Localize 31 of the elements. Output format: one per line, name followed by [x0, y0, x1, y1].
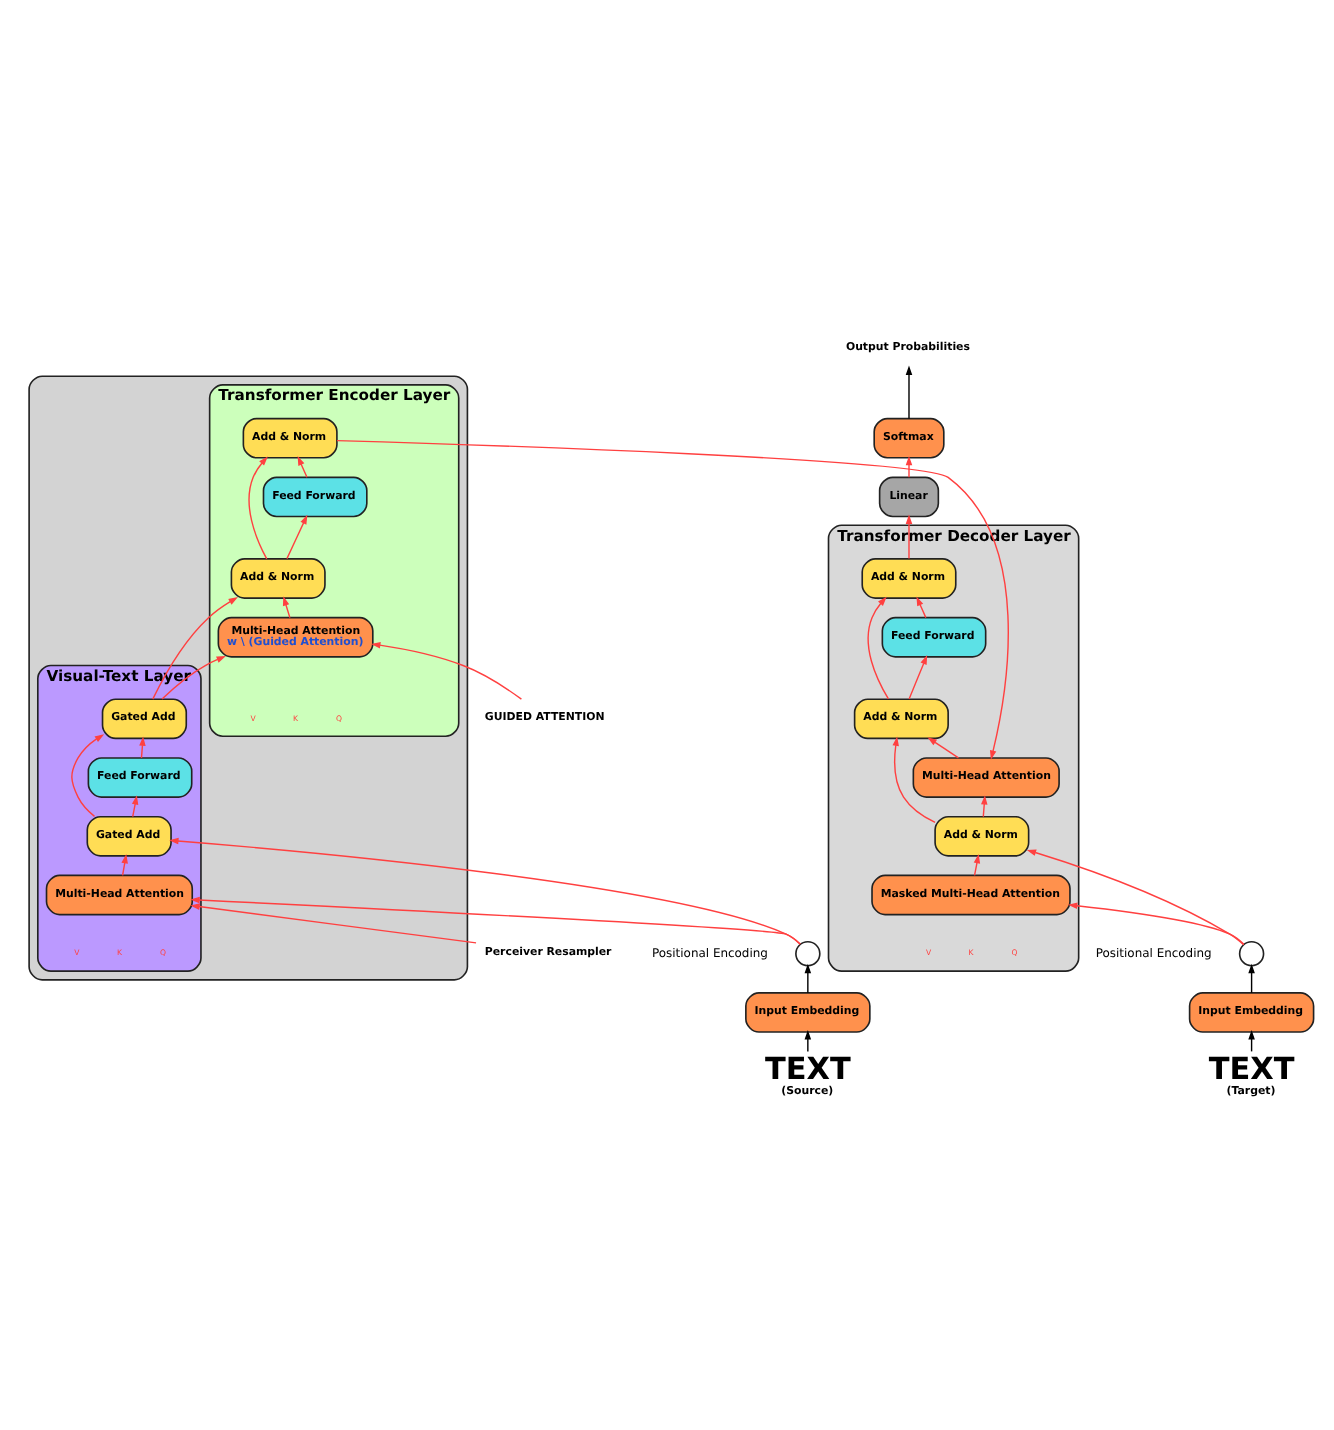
arrow: [905, 365, 913, 420]
arrow: [867, 596, 890, 700]
arrow: [892, 736, 936, 824]
arrow: [371, 642, 523, 700]
arrow: [927, 737, 960, 759]
arrow: [973, 854, 981, 877]
arrow: [139, 736, 146, 759]
arrow: [916, 596, 927, 619]
arrow: [804, 963, 812, 994]
arrow: [1026, 849, 1245, 946]
arrow: [282, 596, 291, 619]
arrow: [804, 1030, 812, 1053]
arrow: [1067, 902, 1245, 945]
arrow: [71, 734, 105, 818]
node-circle: [1238, 940, 1265, 967]
arrow: [131, 795, 139, 818]
arrow: [286, 514, 308, 560]
arrow: [905, 455, 913, 479]
arrow: [190, 896, 801, 945]
arrow: [908, 655, 928, 700]
arrow: [1248, 963, 1255, 994]
arrow: [248, 456, 268, 560]
arrow: [297, 456, 308, 479]
arrow: [905, 514, 913, 560]
arrow: [190, 903, 477, 944]
cluster: [28, 375, 469, 981]
node-circle: [795, 940, 821, 967]
arrow: [152, 597, 238, 700]
arrow: [980, 795, 988, 818]
arrow: [169, 837, 801, 945]
arrow: [336, 439, 1009, 760]
